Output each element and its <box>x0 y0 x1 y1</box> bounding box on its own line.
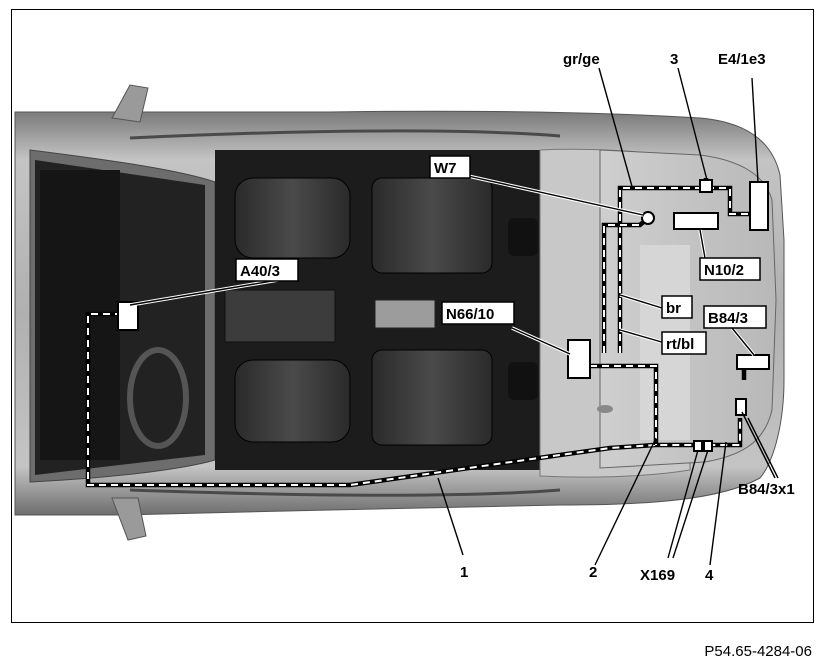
figure-frame <box>11 9 814 623</box>
component-w7 <box>641 211 655 225</box>
label-n66-10-box <box>441 301 515 325</box>
component-b84-3 <box>736 354 770 370</box>
component-b84-3x1 <box>735 398 747 416</box>
label-br: br <box>666 300 681 317</box>
component-x169-b <box>703 440 713 452</box>
label-rt-bl-box <box>661 331 707 355</box>
label-a40-3-box <box>235 258 299 282</box>
label-e4-1e3: E4/1e3 <box>718 51 766 68</box>
label-br-box <box>661 295 693 319</box>
label-rt-bl: rt/bl <box>666 336 694 353</box>
label-2: 2 <box>589 564 597 581</box>
seat-rear-right <box>371 349 493 446</box>
component-n10-2 <box>673 212 719 230</box>
component-a40-3 <box>117 301 139 331</box>
trunk-handle <box>597 405 613 413</box>
label-gr-ge: gr/ge <box>563 51 600 68</box>
car-illustration <box>14 84 785 541</box>
label-x169: X169 <box>640 567 675 584</box>
label-b84-3x1: B84/3x1 <box>738 481 795 498</box>
seat-front-right <box>234 359 351 443</box>
label-n10-2: N10/2 <box>704 262 744 279</box>
mirror-bottom <box>111 497 147 541</box>
labels: gr/ge 3 E4/1e3 W7 A40/3 N66/10 N10/2 br … <box>235 51 795 584</box>
figure-id: P54.65-4284-06 <box>704 643 812 660</box>
label-w7-box <box>429 155 471 179</box>
component-3 <box>699 179 713 193</box>
sill-top <box>129 129 561 140</box>
label-b84-3-box <box>703 305 767 329</box>
label-b84-3: B84/3 <box>708 310 748 327</box>
steering-wheel <box>127 347 189 449</box>
label-n10-2-box <box>699 257 761 281</box>
label-n66-10: N66/10 <box>446 306 494 323</box>
label-w7: W7 <box>434 160 457 177</box>
label-4: 4 <box>705 567 714 584</box>
component-e4-1e3 <box>749 181 769 231</box>
leader-lines <box>129 67 779 566</box>
rollbar-bottom <box>508 362 538 400</box>
component-x169-a <box>693 440 703 452</box>
seat-front-left <box>234 177 351 259</box>
mirror-top <box>111 84 149 123</box>
component-n66-10 <box>567 339 591 379</box>
seat-rear-left <box>371 177 493 274</box>
center-console <box>224 289 336 343</box>
sill-bottom <box>129 488 561 497</box>
label-1: 1 <box>460 564 468 581</box>
label-a40-3: A40/3 <box>240 263 280 280</box>
console-tray <box>374 299 436 329</box>
label-3: 3 <box>670 51 678 68</box>
rollbar-top <box>508 218 538 256</box>
